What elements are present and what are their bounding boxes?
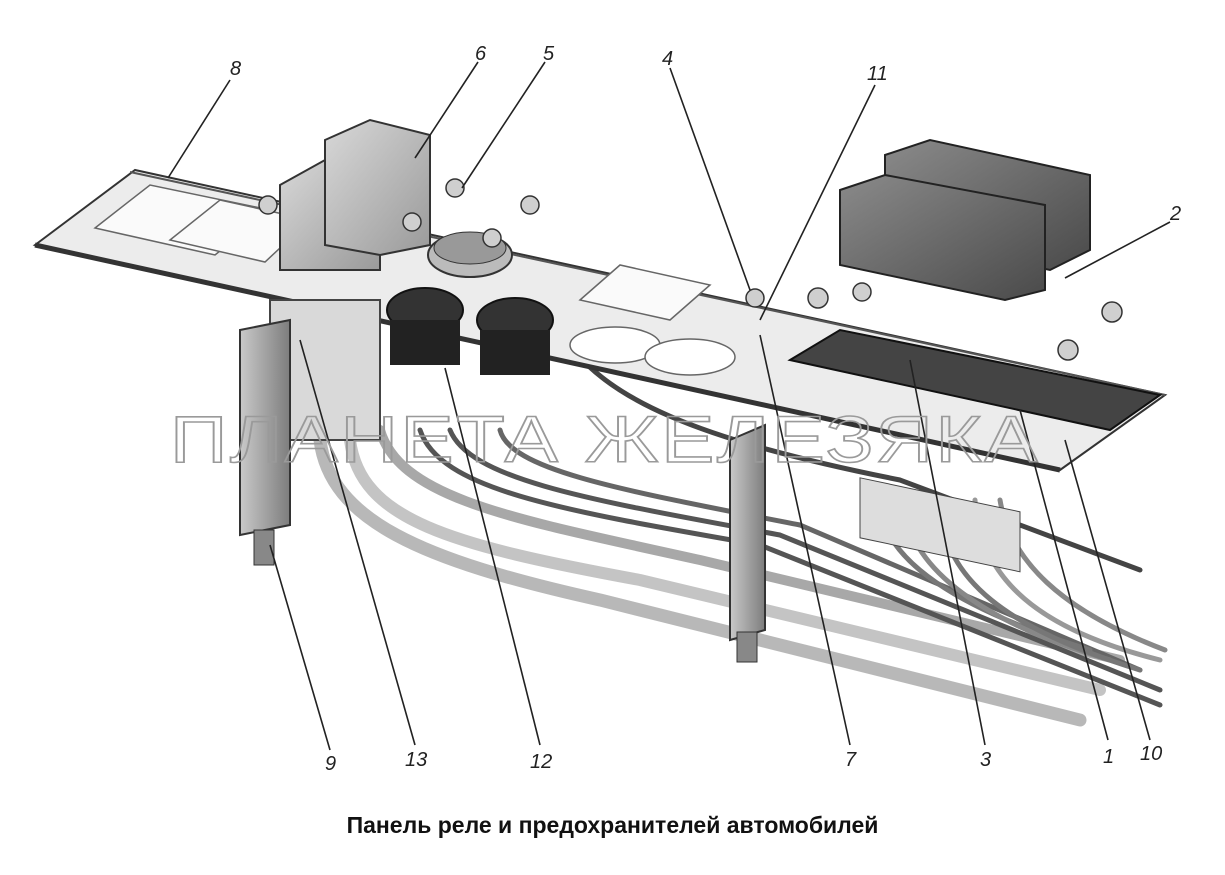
callout-7: 7 [845, 749, 857, 771]
callout-8: 8 [230, 58, 241, 80]
callout-6: 6 [475, 43, 487, 65]
relay-right [839, 138, 1091, 302]
callout-numbers: 8 6 5 4 11 2 9 13 12 7 3 1 10 [230, 43, 1181, 775]
callout-2: 2 [1169, 203, 1181, 225]
leader-lines [167, 61, 1171, 751]
left-bracket [239, 299, 766, 663]
callout-9: 9 [325, 753, 336, 775]
callout-3: 3 [980, 749, 991, 771]
screws [258, 178, 1123, 361]
callout-11: 11 [867, 63, 888, 85]
callout-5: 5 [543, 43, 555, 65]
callout-13: 13 [405, 749, 427, 771]
relay-left [279, 118, 431, 271]
watermark: ПЛАНЕТА ЖЕЛЕЗЯКА [170, 402, 1040, 476]
callout-1: 1 [1103, 746, 1114, 768]
callout-10: 10 [1140, 743, 1162, 765]
figure-caption: Панель реле и предохранителей автомобиле… [346, 812, 879, 838]
callout-12: 12 [530, 751, 552, 773]
callout-4: 4 [662, 48, 673, 70]
fuse-block [787, 328, 1163, 573]
